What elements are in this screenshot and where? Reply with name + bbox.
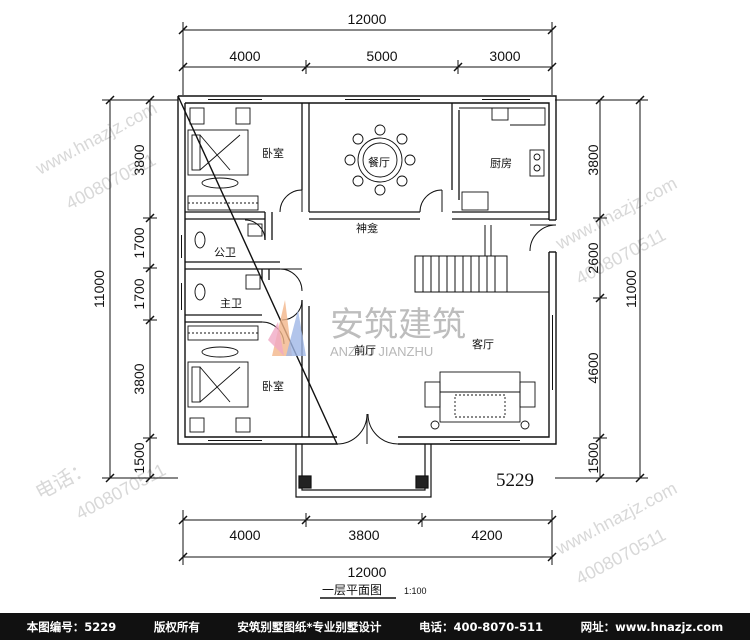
room-kitchen: 厨房 bbox=[490, 157, 512, 170]
dim-top-2: 5000 bbox=[366, 48, 397, 64]
dim-left-total: 11000 bbox=[91, 270, 107, 308]
room-foyer: 前厅 bbox=[354, 343, 376, 357]
dining-table bbox=[344, 124, 416, 196]
footer-bar: 本图编号：5229 版权所有 安筑别墅图纸*专业别墅设计 电话：400-8070… bbox=[0, 613, 750, 640]
dim-bottom-total: 12000 bbox=[348, 564, 387, 580]
kitchen-fixtures bbox=[459, 107, 546, 211]
dim-right-4: 1500 bbox=[585, 442, 601, 473]
doors bbox=[244, 189, 557, 445]
logo-en: ANZHU JIANZHU bbox=[330, 344, 433, 359]
interior-walls bbox=[185, 103, 549, 437]
room-bedroom-top: 卧室 bbox=[262, 146, 284, 160]
floor-plan: www.hnazjz.com 4008070511 www.hnazjz.com… bbox=[32, 11, 680, 599]
dim-bottom-1: 4000 bbox=[229, 527, 260, 543]
entrance-porch bbox=[295, 444, 432, 498]
dimension-ticks bbox=[105, 25, 645, 562]
room-shrine: 神龛 bbox=[356, 221, 378, 235]
footer-phone: 电话：400-8070-511 bbox=[419, 619, 544, 634]
dim-top-3: 3000 bbox=[489, 48, 520, 64]
dim-right-1: 3800 bbox=[585, 144, 601, 175]
windows bbox=[177, 95, 557, 445]
dim-left-1: 3800 bbox=[131, 144, 147, 175]
dim-top-1: 4000 bbox=[229, 48, 260, 64]
plan-title: 一层平面图 bbox=[322, 583, 382, 597]
dim-top-total: 12000 bbox=[348, 11, 387, 27]
drawing-number: 5229 bbox=[496, 470, 534, 491]
dim-bottom-3: 4200 bbox=[471, 527, 502, 543]
dim-left-3: 1700 bbox=[131, 278, 147, 309]
plan-scale: 1:100 bbox=[404, 586, 427, 596]
room-bedroom-bottom: 卧室 bbox=[262, 379, 284, 393]
room-public-bath: 公卫 bbox=[214, 246, 236, 259]
bed-top bbox=[187, 107, 259, 211]
dim-right-3: 4600 bbox=[585, 352, 601, 383]
room-living: 客厅 bbox=[472, 337, 494, 351]
bed-bottom bbox=[187, 325, 259, 433]
footer-code: 本图编号：5229 bbox=[26, 619, 117, 634]
staircase bbox=[414, 225, 549, 293]
dim-bottom-2: 3800 bbox=[348, 527, 379, 543]
footer-copyright: 版权所有 bbox=[153, 619, 200, 634]
dim-right-2: 2600 bbox=[585, 242, 601, 273]
logo-watermark: 安筑建筑 ANZHU JIANZHU bbox=[268, 300, 466, 359]
dim-left-5: 1500 bbox=[131, 442, 147, 473]
footer-slogan: 安筑别墅图纸*专业别墅设计 bbox=[237, 619, 382, 634]
room-master-bath: 主卫 bbox=[220, 297, 242, 310]
room-dining: 餐厅 bbox=[368, 155, 390, 169]
dim-left-2: 1700 bbox=[131, 227, 147, 258]
dim-right-total: 11000 bbox=[623, 270, 639, 308]
watermark-phone-label: 电话： bbox=[32, 456, 96, 504]
logo-cn: 安筑建筑 bbox=[330, 305, 466, 345]
footer-website: 网址：www.hnazjz.com bbox=[580, 619, 724, 634]
dimension-lines bbox=[102, 22, 648, 565]
dim-left-4: 3800 bbox=[131, 363, 147, 394]
sofa-set bbox=[424, 371, 536, 430]
bathroom-fixtures bbox=[194, 223, 263, 301]
